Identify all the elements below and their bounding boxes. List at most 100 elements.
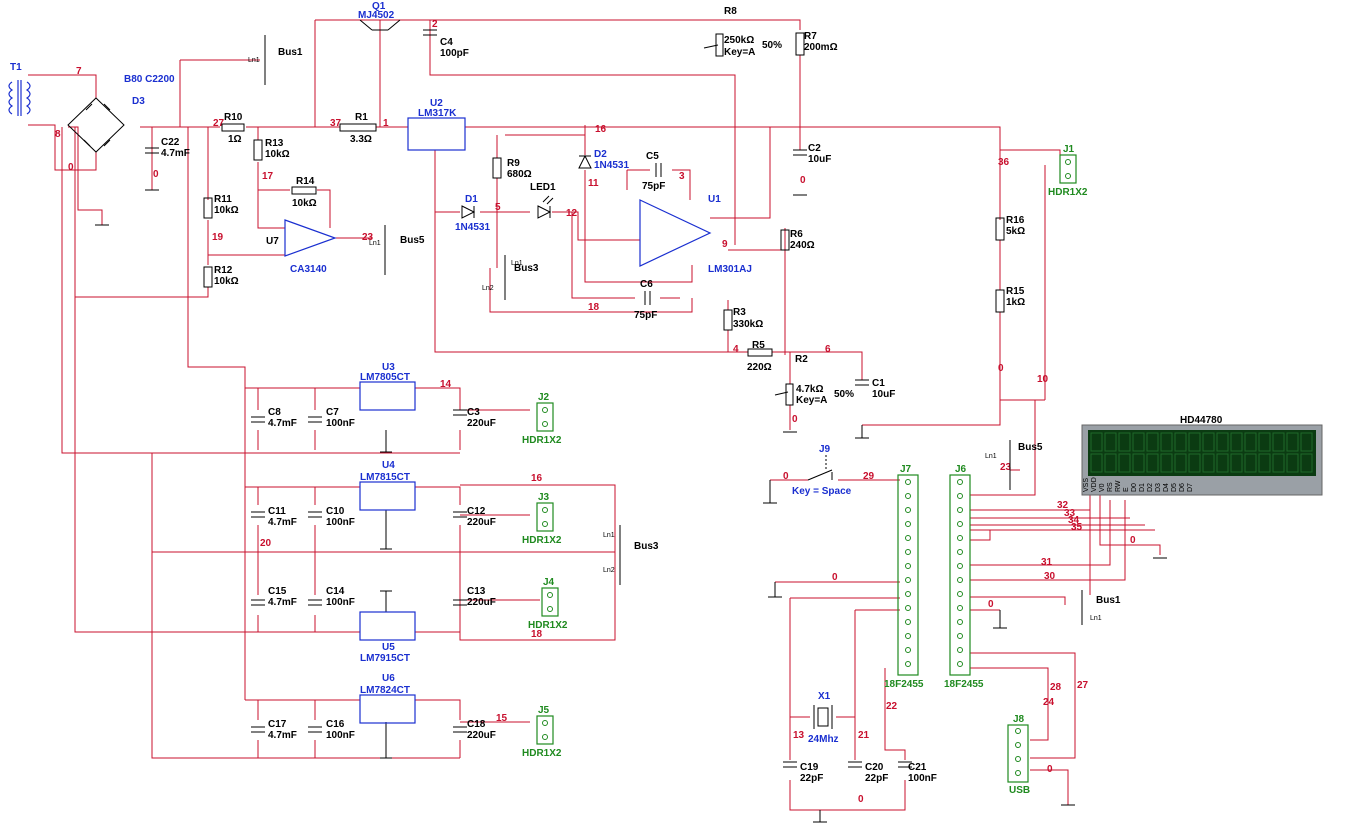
capacitor-c22[interactable]: C22 4.7mF	[145, 137, 190, 159]
d3-ref: D3	[132, 96, 145, 107]
regulator-u6[interactable]: U6 LM7824CT	[359, 673, 416, 724]
svg-text:Ln1: Ln1	[511, 260, 523, 267]
j7-pin	[905, 591, 911, 597]
j5-value: HDR1X2	[522, 748, 562, 759]
capacitor-c2[interactable]: C2 10uF	[793, 143, 831, 165]
lcd-cell	[1104, 453, 1117, 473]
c18-value: 220uF	[467, 730, 496, 741]
capacitor-c12[interactable]: C12 220uF	[453, 506, 496, 528]
c11-ref: C11	[268, 506, 286, 517]
resistor-r8[interactable]: R8 250kΩ Key=A 50%	[703, 6, 782, 58]
capacitor-c11[interactable]: C11 4.7mF	[251, 506, 297, 528]
led-led1[interactable]: LED1	[530, 182, 556, 219]
u7-value: CA3140	[290, 264, 327, 275]
resistor-r14[interactable]: R14 10kΩ	[291, 176, 317, 209]
net-23: 23	[362, 232, 374, 243]
r8-value: 250kΩ	[724, 35, 754, 46]
lcd-cell	[1244, 432, 1257, 452]
connector-j2[interactable]: J2 HDR1X2	[522, 392, 562, 446]
c14-ref: C14	[326, 586, 345, 597]
bus1-label: Bus1	[1096, 595, 1121, 606]
net-0: 0	[998, 363, 1004, 374]
r14-ref: R14	[296, 176, 315, 187]
svg-text:Ln1: Ln1	[985, 453, 997, 460]
connector-j5[interactable]: J5 HDR1X2	[522, 705, 562, 759]
capacitor-c5[interactable]: C5 75pF	[642, 151, 665, 192]
transistor-q1[interactable]: Q1 MJ4502	[358, 1, 401, 31]
capacitor-c20[interactable]: C20 22pF	[848, 761, 888, 784]
connector-j1[interactable]: J1 HDR1X2	[1048, 144, 1088, 198]
capacitor-c7[interactable]: C7 100nF	[308, 407, 355, 429]
lcd-pin-label: D6	[1179, 483, 1186, 492]
capacitor-c1[interactable]: C1 10uF	[855, 378, 895, 400]
capacitor-c3[interactable]: C3 220uF	[453, 407, 496, 429]
resistor-r13[interactable]: R13 10kΩ	[253, 138, 290, 161]
net-15: 15	[496, 713, 508, 724]
regulator-u3[interactable]: U3 LM7805CT	[359, 362, 416, 411]
resistor-r5[interactable]: R5 220Ω	[747, 340, 773, 373]
net-19: 19	[212, 232, 224, 243]
resistor-r15[interactable]: R15 1kΩ	[995, 286, 1025, 313]
net-37: 37	[330, 118, 342, 129]
r7-value: 200mΩ	[804, 42, 838, 53]
bus3-label: Bus3	[634, 541, 659, 552]
net-3: 3	[679, 171, 685, 182]
resistor-r6[interactable]: R6 240Ω	[780, 229, 815, 251]
resistor-r10[interactable]: R10 1Ω	[221, 112, 245, 145]
resistor-r3[interactable]: R3 330kΩ	[723, 307, 763, 331]
capacitor-c10[interactable]: C10 100nF	[308, 506, 355, 528]
capacitor-c4[interactable]: C4 100pF	[423, 29, 469, 59]
connectors: J1 HDR1X2 J2 HDR1X2 J3 HDR1X2 J4 HDR1X2 …	[522, 144, 1088, 796]
j6-value: 18F2455	[944, 679, 984, 690]
capacitor-c14[interactable]: C14 100nF	[308, 586, 355, 608]
regulator-u5[interactable]: U5 LM7915CT	[359, 611, 416, 664]
resistor-r9[interactable]: R9 680Ω	[492, 157, 532, 180]
capacitor-c19[interactable]: C19 22pF	[783, 761, 823, 784]
j6-pin	[957, 521, 963, 527]
connector-j7[interactable]: J7 18F2455	[884, 464, 924, 690]
connector-j8[interactable]: J8 USB	[1007, 714, 1030, 796]
resistor-r16[interactable]: R16 5kΩ	[995, 215, 1025, 241]
net-20: 20	[260, 538, 272, 549]
switch-j9[interactable]: J9 Key = Space	[792, 444, 852, 497]
bridge-rectifier-d3[interactable]: B80 C2200 D3	[67, 74, 175, 153]
capacitor-c8[interactable]: C8 4.7mF	[251, 407, 297, 429]
connector-j6[interactable]: J6 18F2455	[944, 464, 984, 690]
opamp-u7[interactable]: U7 CA3140	[266, 219, 337, 275]
transformer-t1[interactable]: T1	[8, 62, 31, 116]
c4-value: 100pF	[440, 48, 469, 59]
regulator-u2[interactable]: U2 LM317K	[407, 98, 466, 151]
c15-ref: C15	[268, 586, 287, 597]
net-29: 29	[863, 471, 875, 482]
crystal-x1[interactable]: X1 24Mhz	[808, 691, 839, 745]
capacitor-c17[interactable]: C17 4.7mF	[251, 719, 297, 741]
net-16: 16	[531, 473, 543, 484]
diode-d2[interactable]: D2 1N4531	[578, 149, 629, 171]
capacitor-c18[interactable]: C18 220uF	[453, 719, 496, 741]
resistor-r7[interactable]: R7 200mΩ	[795, 31, 838, 56]
resistor-r2[interactable]: R2 4.7kΩ Key=A 50%	[774, 354, 854, 406]
net-5: 5	[495, 202, 501, 213]
opamp-u1[interactable]: U1 LM301AJ	[639, 194, 752, 275]
resistor-r1[interactable]: R1 3.3Ω	[339, 112, 377, 145]
c22-ref: C22	[161, 137, 180, 148]
resistor-r11[interactable]: R11 10kΩ	[203, 194, 239, 219]
net-21: 21	[858, 730, 870, 741]
c5-value: 75pF	[642, 181, 665, 192]
resistor-r12[interactable]: R12 10kΩ	[203, 265, 239, 288]
capacitor-c16[interactable]: C16 100nF	[308, 719, 355, 741]
j7-pin	[905, 647, 911, 653]
capacitor-c13[interactable]: C13 220uF	[453, 586, 496, 608]
diode-d1[interactable]: D1 1N4531	[455, 194, 490, 233]
lcd-pin-label: D7	[1187, 483, 1194, 492]
lcd-cell	[1132, 453, 1145, 473]
net-12: 12	[566, 208, 578, 219]
capacitor-c15[interactable]: C15 4.7mF	[251, 586, 297, 608]
connector-j3[interactable]: J3 HDR1X2	[522, 492, 562, 546]
connector-j4[interactable]: J4 HDR1X2	[528, 577, 568, 631]
capacitor-c21[interactable]: C21 100nF	[898, 761, 937, 784]
capacitor-c6[interactable]: C6 75pF	[634, 279, 657, 321]
c16-value: 100nF	[326, 730, 355, 741]
regulator-u4[interactable]: U4 LM7815CT	[359, 460, 416, 511]
